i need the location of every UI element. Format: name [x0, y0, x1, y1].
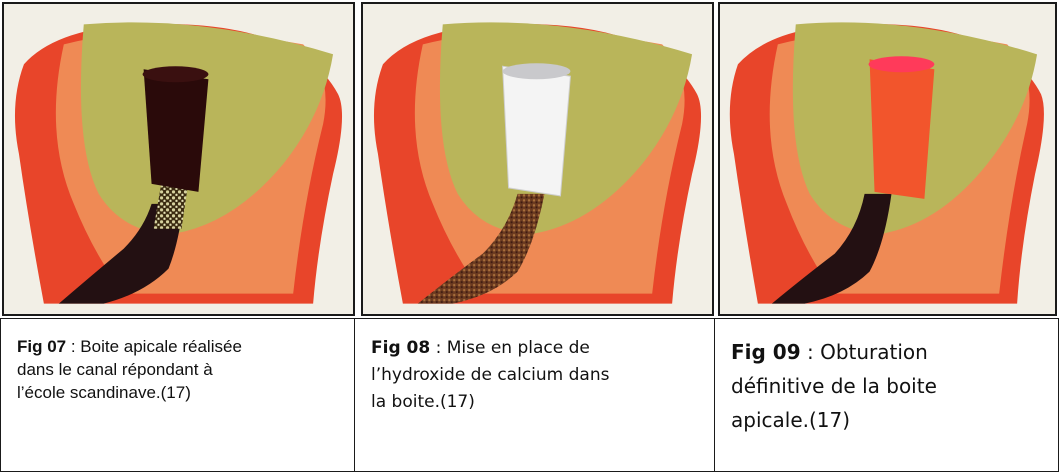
plug — [503, 66, 571, 196]
plug — [144, 69, 209, 192]
caption-line: définitive de la boite — [731, 369, 1058, 403]
plug — [870, 59, 935, 199]
caption-line: la boite.(17) — [371, 389, 714, 416]
figure-08-image — [361, 2, 714, 316]
figure-label: Fig 08 — [371, 338, 430, 358]
caption-line: dans le canal répondant à — [17, 358, 354, 381]
figure-07-image — [2, 2, 355, 316]
caption-line: Fig 09 : Obturation — [731, 335, 1058, 369]
figure-label: Fig 07 — [17, 337, 66, 356]
caption-line: apicale.(17) — [731, 403, 1058, 437]
caption-row: Fig 07 : Boite apicale réalisée dans le … — [0, 318, 1059, 472]
figure-09-image — [718, 2, 1057, 316]
figure-label: Fig 09 — [731, 340, 801, 364]
tooth-diagram — [4, 4, 353, 314]
figure-08-caption: Fig 08 : Mise en place de l’hydroxide de… — [355, 318, 715, 472]
figure-07-caption: Fig 07 : Boite apicale réalisée dans le … — [0, 318, 355, 472]
tooth-diagram — [363, 4, 712, 314]
tooth-diagram — [720, 4, 1055, 314]
caption-line: Fig 07 : Boite apicale réalisée — [17, 335, 354, 358]
caption-line: Fig 08 : Mise en place de — [371, 335, 714, 362]
figure-09-caption: Fig 09 : Obturation définitive de la boi… — [715, 318, 1059, 472]
caption-line: l’école scandinave.(17) — [17, 381, 354, 404]
caption-line: l’hydroxide de calcium dans — [371, 362, 714, 389]
